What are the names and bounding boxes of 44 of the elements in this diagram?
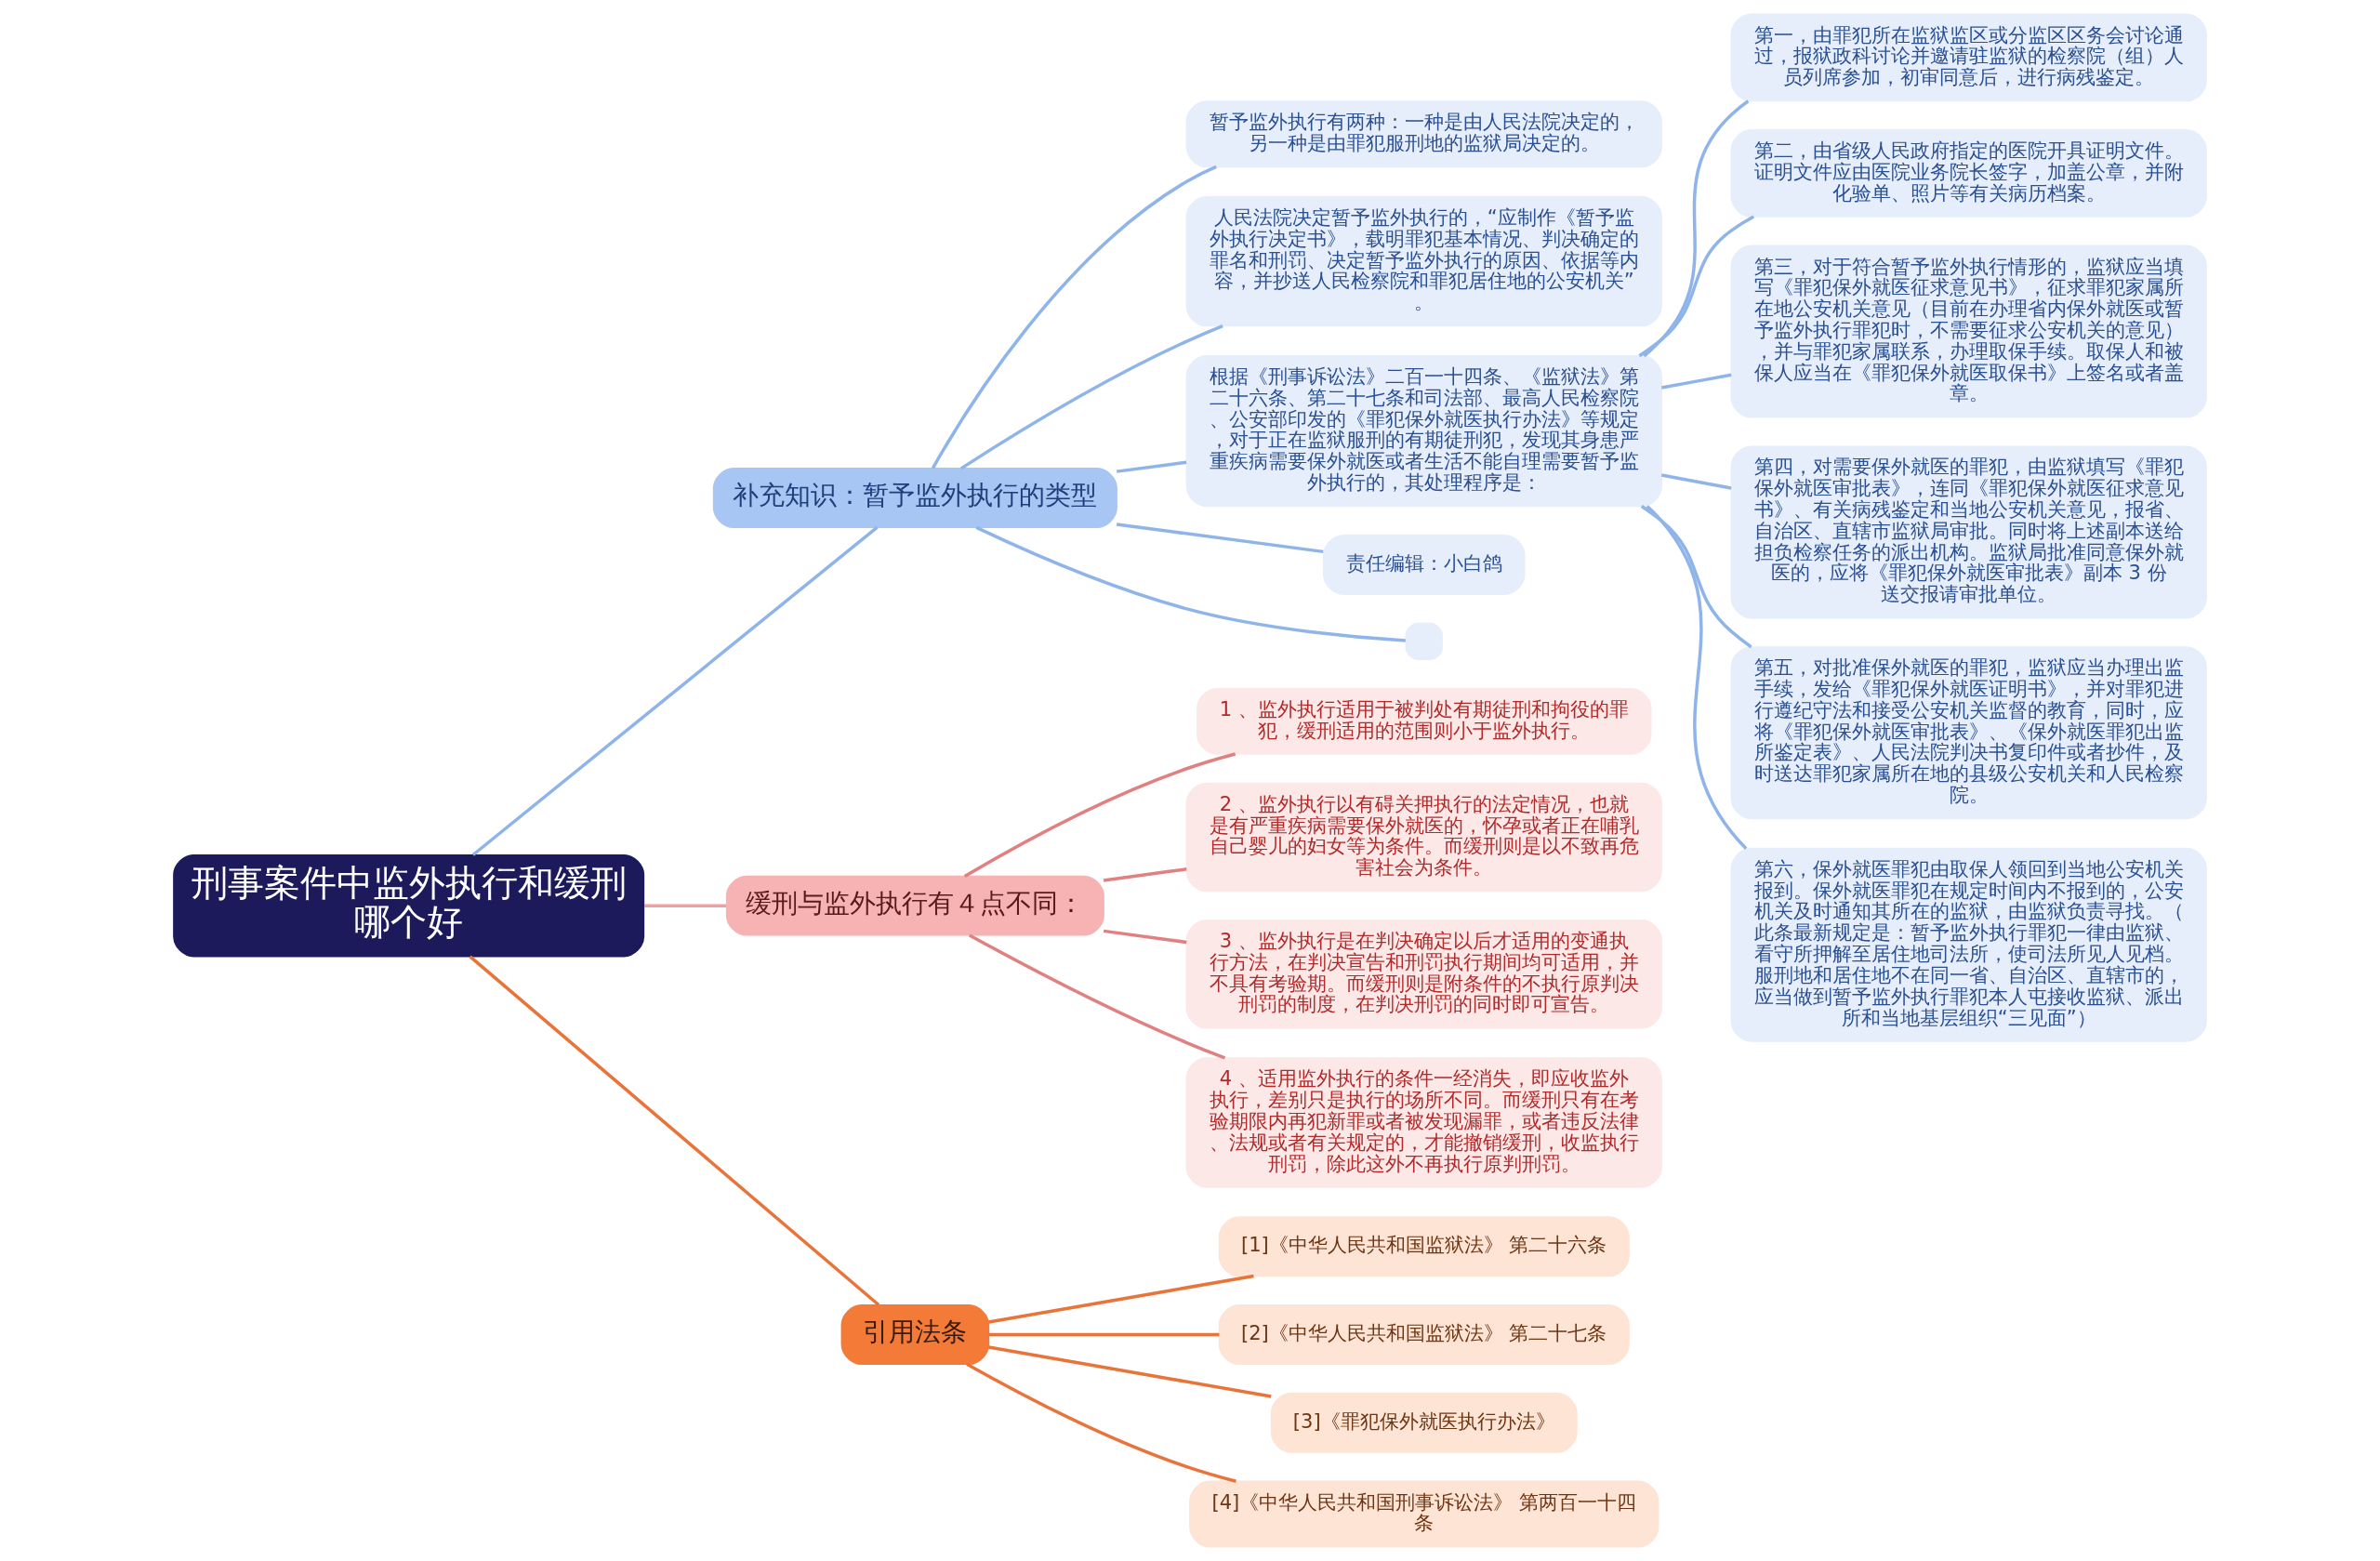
node-box: 根据《刑事诉讼法》二百一十四条、《监狱法》第二十六条、第二十七条和司法部、最高人民检察院、公安部印发的《罪犯保外就医执行办法》等规定，对于正在监狱服刑的有期徒刑犯，发现其身患严重疾病需要保外就医或者生活不能自理需要暂予监外执行的，其处理程序是： — [1185, 355, 1662, 508]
node-box: 第三，对于符合暂予监外执行情形的，监狱应当填写《罪犯保外就医征求意见书》，征求罪犯家属所在地公安机关意见（目前在办理省内保外就医或暂予监外执行罪犯时，不需要征求公安机关的意见），并与罪犯家属联系，办理取保手续。取保人和被保人应当在《罪犯保外就医取保书》上签名或者盖章。 — [1730, 245, 2207, 418]
connector — [1116, 523, 1324, 554]
connector — [959, 324, 1223, 470]
connector — [1103, 867, 1187, 882]
node-box: 第六，保外就医罪犯由取保人领回到当地公安机关报到。保外就医罪犯在规定时间内不报到的，公安机关及时通知其所在的监狱，由监狱负责寻找。（此条最新规定是：暂予监外执行罪犯一律由监狱、看守所押解至居住地司法所，使司法所见人见档。服刑地和居住地不在同一省、自治区、直辖市的，应当做到暂予监外执行罪犯本人屯接收监狱、派出所和当地基层组织“三见面”） — [1730, 847, 2207, 1042]
connector — [1646, 505, 1748, 850]
node-box: 暂予监外执行有两种：一种是由人民法院决定的，另一种是由罪犯服刑地的监狱局决定的。 — [1185, 100, 1662, 168]
node-box: 引用法条 — [840, 1304, 990, 1365]
node-box: 缓刑与监外执行有４点不同： — [725, 875, 1104, 936]
connector — [644, 904, 727, 907]
connector — [1660, 473, 1732, 490]
node-box: 3 、监外执行是在判决确定以后才适用的变通执行方法，在判决宣告和刑罚执行期间均可适用，并不具有考验期。而缓刑则是附条件的不执行原判决刑罚的制度，在判决刑罚的同时即可宣告。 — [1185, 919, 1662, 1029]
connector — [1640, 504, 1752, 649]
connector — [1638, 215, 1755, 358]
node-box: 第四，对需要保外就医的罪犯，由监狱填写《罪犯保外就医审批表》，连同《罪犯保外就医征求意见书》、有关病残鉴定和当地公安机关意见，报省、自治区、直辖市监狱局审批。同时将上述副本送给担负检察任务的派出机构。监狱局批准同意保外就医的，应将《罪犯保外就医审批表》副本 3 份送交报请审批单位。 — [1730, 445, 2207, 619]
node-box: 第二，由省级人民政府指定的医院开具证明文件。证明文件应由医院业务院长签字，加盖公章，并附化验单、照片等有关病历档案。 — [1730, 129, 2207, 218]
node-box: 2 、监外执行以有碍关押执行的法定情况，也就是有严重疾病需要保外就医的，怀孕或者正在哺乳自己婴儿的妇女等为条件。而缓刑则是以不致再危害社会为条件。 — [1185, 782, 1662, 893]
node-box: [2]《中华人民共和国监狱法》 第二十七条 — [1218, 1304, 1630, 1365]
connector — [988, 1332, 1220, 1337]
node-box — [1405, 622, 1443, 661]
node-box: 4 、适用监外执行的条件一经消失，即应收监外执行，差别只是执行的场所不同。而缓刑只有在考验期限内再犯新罪或者被发现漏罪，或者违反法律、法规或者有关规定的，才能撤销缓刑，收监执行刑罚，除此这外不再执行原判刑罚。 — [1185, 1057, 1662, 1188]
connector — [966, 1362, 1236, 1483]
connector — [969, 933, 1226, 1060]
node-box: 补充知识：暂予监外执行的类型 — [712, 468, 1117, 528]
node-box: 责任编辑：小白鸽 — [1323, 535, 1526, 595]
connector — [988, 1345, 1272, 1398]
connector — [988, 1274, 1254, 1324]
connector — [1660, 373, 1732, 390]
connector — [471, 525, 879, 856]
node-box: 第一，由罪犯所在监狱监区或分监区区务会讨论通过，报狱政科讨论并邀请驻监狱的检察院（组）人员列席参加，初审同意后，进行病残鉴定。 — [1730, 13, 2207, 102]
node-box: 1 、监外执行适用于被判处有期徒刑和拘役的罪犯，缓刑适用的范围则小于监外执行。 — [1197, 687, 1652, 755]
connector — [1116, 460, 1187, 473]
node-box: 第五，对批准保外就医的罪犯，监狱应当办理出监手续，发给《罪犯保外就医证明书》，并对罪犯进行遵纪守法和接受公安机关监督的教育，同时，应将《罪犯保外就医审批表》、《保外就医罪犯出监所鉴定表》、人民法院判决书复印件或者抄件，及时送达罪犯家属所在地的县级公安机关和人民检察院。 — [1730, 646, 2207, 820]
node-box: [3]《罪犯保外就医执行办法》 — [1270, 1392, 1578, 1453]
connector — [469, 955, 880, 1306]
node-box: 人民法院决定暂予监外执行的，“应制作《暂予监外执行决定书》，载明罪犯基本情况、判决确定的罪名和刑罚、决定暂予监外执行的原因、依据等内容，并抄送人民检察院和罪犯居住地的公安机关”。 — [1185, 196, 1662, 327]
connector — [975, 525, 1406, 642]
connector — [963, 752, 1236, 878]
node-box: [1]《中华人民共和国监狱法》 第二十六条 — [1218, 1216, 1630, 1277]
connector — [1103, 929, 1187, 945]
node-box: [4]《中华人民共和国刑事诉讼法》 第两百一十四条 — [1189, 1480, 1659, 1548]
connector — [931, 165, 1217, 470]
node-box: 刑事案件中监外执行和缓刑哪个好 — [173, 853, 645, 958]
